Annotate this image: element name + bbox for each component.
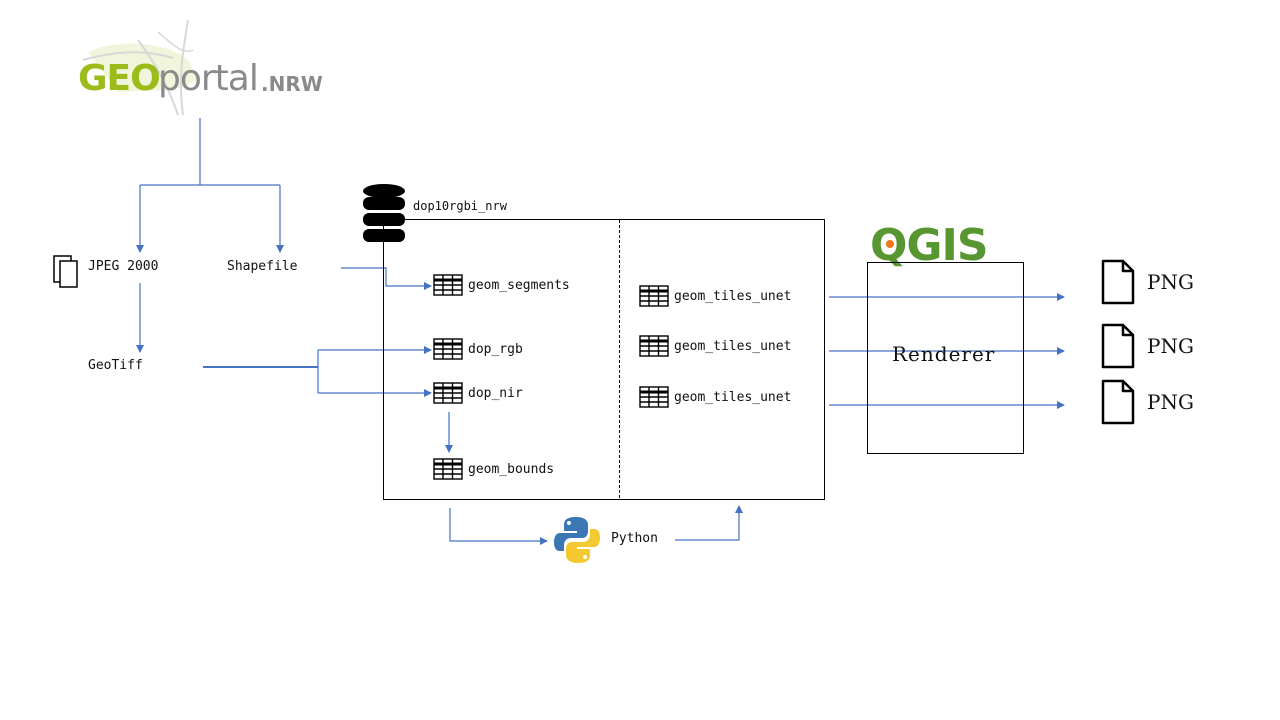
arrow-db-to-python	[449, 508, 548, 545]
jpeg-2000-label: JPEG 2000	[88, 259, 159, 274]
geoportal-logo-graphic	[82, 20, 198, 116]
renderer-label: Renderer	[892, 342, 996, 366]
geoportal-portal-text: portal	[158, 58, 259, 99]
shapefile-label: Shapefile	[227, 259, 298, 274]
table-geom-tiles-unet-label: geom_tiles_unet	[674, 339, 792, 354]
geotiff-label: GeoTiff	[88, 358, 143, 373]
png-output-label: PNG	[1147, 334, 1194, 358]
python-logo-icon	[553, 515, 601, 569]
table-row-geom-tiles-unet	[639, 386, 669, 412]
png-output-label: PNG	[1147, 390, 1194, 414]
table-geom-tiles-unet-label: geom_tiles_unet	[674, 289, 792, 304]
table-icon	[639, 335, 669, 357]
table-row-dop-nir	[433, 382, 463, 408]
png-file-icon	[1101, 323, 1135, 373]
arrow-python-to-db	[675, 505, 743, 541]
table-icon	[639, 386, 669, 408]
table-geom-bounds-label: geom_bounds	[468, 462, 555, 477]
table-dop-rgb-label: dop_rgb	[468, 342, 523, 357]
png-file-icon	[1101, 379, 1135, 429]
table-row-geom-tiles-unet	[639, 285, 669, 311]
qgis-logo-accent	[886, 240, 894, 248]
database-divider	[619, 220, 620, 498]
geoportal-nrw-text: .NRW	[261, 72, 323, 96]
renderer-box	[867, 262, 1024, 454]
geoportal-logo: GEO portal .NRW	[78, 20, 328, 120]
table-icon	[433, 338, 463, 360]
png-output-label: PNG	[1147, 270, 1194, 294]
table-icon	[639, 285, 669, 307]
database-name: dop10rgbi_nrw	[413, 199, 507, 213]
table-row-dop-rgb	[433, 338, 463, 364]
png-file-icon	[1101, 259, 1135, 309]
table-geom-tiles-unet-label: geom_tiles_unet	[674, 390, 792, 405]
table-icon	[433, 274, 463, 296]
table-dop-nir-label: dop_nir	[468, 386, 523, 401]
jpeg-files-icon	[53, 255, 79, 293]
table-icon	[433, 458, 463, 480]
database-icon	[362, 183, 408, 247]
python-label: Python	[611, 531, 658, 546]
table-row-geom-bounds	[433, 458, 463, 484]
arrow-shapefile-to-segments	[341, 267, 432, 290]
table-row-geom-segments	[433, 274, 463, 300]
table-geom-segments-label: geom_segments	[468, 278, 570, 293]
geoportal-geo-text: GEO	[78, 58, 161, 99]
database-box	[383, 219, 825, 500]
table-row-geom-tiles-unet	[639, 335, 669, 361]
table-icon	[433, 382, 463, 404]
